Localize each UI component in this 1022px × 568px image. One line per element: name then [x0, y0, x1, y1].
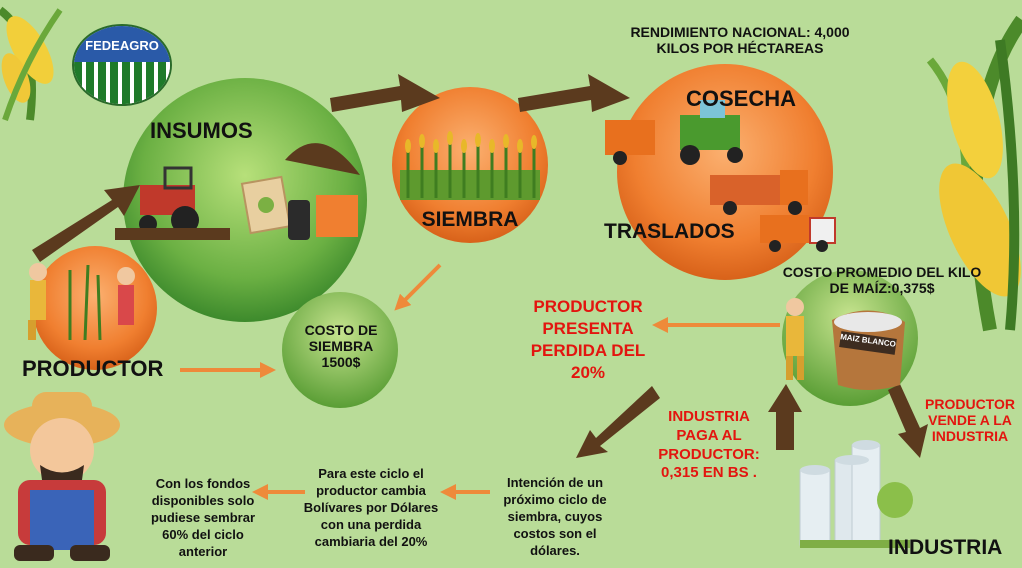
logo-text: FEDEAGRO: [85, 38, 159, 53]
silos-icon: [799, 440, 913, 548]
corn-right-icon: [926, 15, 1022, 332]
maiz-sack-icon: [786, 298, 905, 390]
costo-circle: [282, 292, 398, 408]
cambio-text: Para este ciclo el productor cambia Bolí…: [303, 466, 439, 549]
corn-left-icon: [0, 6, 63, 121]
costo-promedio-text: COSTO PROMEDIO DEL KILO DE MAÍZ:0,375$: [782, 264, 982, 297]
corn-crop-icon: [400, 131, 540, 200]
productor-circle: [33, 246, 157, 370]
fondos-text: Con los fondos disponibles solo pudiese …: [150, 476, 256, 559]
truck-icon: [710, 170, 836, 252]
tractor-icon: [115, 166, 230, 240]
cosecha-label: COSECHA: [686, 86, 797, 111]
rendimiento-text: RENDIMIENTO NACIONAL: 4,000 KILOS POR HÉ…: [630, 24, 850, 57]
paga-text: INDUSTRIA PAGA AL PRODUCTOR: 0,315 EN BS…: [658, 408, 760, 482]
intencion-text: Intención de un próximo ciclo de siembra…: [503, 475, 607, 558]
sad-farmer-icon: [4, 392, 120, 561]
costo-siembra-text: COSTO DE SIEMBRA 1500$: [304, 322, 378, 371]
harvester-icon: [605, 100, 743, 165]
orange-arrows: [180, 263, 780, 500]
farmers-icon: [28, 263, 135, 341]
siembra-label: SIEMBRA: [421, 208, 519, 231]
fedeagro-logo: FEDEAGRO: [72, 24, 172, 106]
traslados-label: TRASLADOS: [604, 220, 735, 243]
flow-arrows: [32, 74, 928, 458]
fertilizer-bag-icon: [240, 143, 360, 240]
siembra-circle: [392, 87, 548, 243]
vende-text: PRODUCTOR VENDE A LA INDUSTRIA: [925, 396, 1015, 445]
industria-label: INDUSTRIA: [888, 536, 1003, 559]
insumos-label: INSUMOS: [150, 118, 253, 143]
productor-label: PRODUCTOR: [22, 356, 164, 381]
perdida-text: PRODUCTOR PRESENTA PERDIDA DEL 20%: [530, 297, 646, 383]
